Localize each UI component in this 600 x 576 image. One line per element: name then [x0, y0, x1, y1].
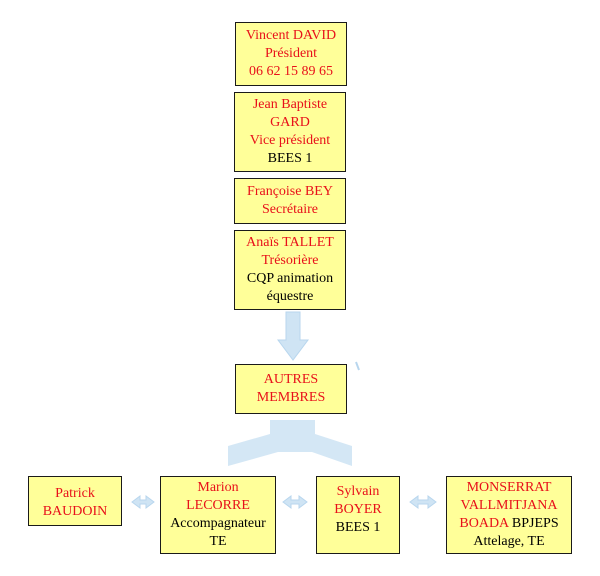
sylvain-line-1: Sylvain [336, 484, 380, 499]
vice-qualification: BEES 1 [267, 151, 313, 166]
monserrat-line-2: VALLMITJANA [460, 498, 558, 513]
sylvain-qualification: BEES 1 [335, 520, 381, 535]
monserrat-qualification-2: Attelage, TE [473, 534, 545, 549]
tresoriere-qualification-2: équestre [266, 289, 314, 304]
node-autres-membres: AUTRES MEMBRES [235, 364, 347, 414]
monserrat-boada: BOADA [459, 516, 509, 531]
tresoriere-qualification-1: CQP animation [246, 271, 334, 286]
tresoriere-role: Trésorière [261, 253, 319, 268]
sylvain-line-2: BOYER [334, 502, 382, 517]
president-phone: 06 62 15 89 65 [249, 64, 333, 79]
node-tresoriere: Anaïs TALLET Trésorière CQP animation éq… [234, 230, 346, 310]
autres-line-2: MEMBRES [256, 390, 326, 405]
down-arrow [277, 311, 309, 361]
monserrat-qualification-inline: BPJEPS [511, 516, 559, 531]
president-role: Président [264, 46, 318, 61]
node-sylvain-boyer: Sylvain BOYER BEES 1 [316, 476, 400, 554]
marion-qualification-2: TE [209, 534, 227, 549]
branch-arrow [228, 420, 352, 466]
marion-qualification-1: Accompagnateur [170, 516, 266, 531]
patrick-line-1: Patrick [55, 486, 95, 501]
secretaire-role: Secrétaire [262, 202, 318, 217]
node-vice-president: Jean Baptiste GARD Vice président BEES 1 [234, 92, 346, 172]
marion-line-1: Marion [197, 480, 239, 495]
double-arrow-1 [131, 495, 155, 509]
node-patrick-baudoin: Patrick BAUDOIN [28, 476, 122, 526]
monserrat-line-1: MONSERRAT [466, 480, 552, 495]
marion-line-2: LECORRE [186, 498, 250, 513]
node-monserrat-vallmitjana: MONSERRAT VALLMITJANA BOADA BPJEPS Attel… [446, 476, 572, 554]
node-president: Vincent DAVID Président 06 62 15 89 65 [235, 22, 347, 86]
double-arrow-2 [282, 495, 308, 509]
node-marion-lecorre: Marion LECORRE Accompagnateur TE [160, 476, 276, 554]
tresoriere-name: Anaïs TALLET [246, 235, 334, 250]
tick-mark [355, 361, 360, 371]
vice-role: Vice président [249, 133, 331, 148]
secretaire-name: Françoise BEY [247, 184, 333, 199]
vice-name-2: GARD [270, 115, 310, 130]
autres-line-1: AUTRES [263, 372, 319, 387]
monserrat-line-3: BOADA BPJEPS [459, 515, 558, 533]
double-arrow-3 [409, 495, 437, 509]
vice-name-1: Jean Baptiste [252, 97, 328, 112]
patrick-line-2: BAUDOIN [42, 504, 108, 519]
node-secretaire: Françoise BEY Secrétaire [234, 178, 346, 224]
president-name: Vincent DAVID [245, 28, 337, 43]
